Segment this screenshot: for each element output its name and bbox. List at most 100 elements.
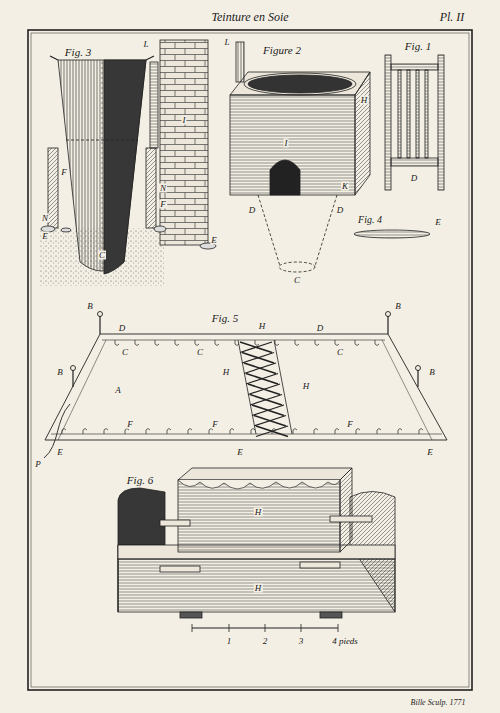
- hook: [125, 429, 129, 435]
- engraver-signature: Bille Sculp. 1771: [410, 699, 467, 707]
- hook: [314, 429, 318, 435]
- callout-letter: B: [428, 368, 436, 377]
- callout-letter: H: [254, 508, 263, 517]
- hook: [104, 429, 108, 435]
- scale-number: 3: [298, 637, 305, 646]
- hook: [295, 340, 299, 346]
- figure-label: Fig. 6: [126, 475, 154, 486]
- hook: [135, 340, 139, 346]
- hook: [209, 429, 213, 435]
- callout-letter: H: [360, 96, 369, 105]
- callout-letter: D: [316, 324, 325, 333]
- silk-skein: [254, 416, 286, 427]
- silk-skein: [242, 353, 274, 364]
- callout-letter: C: [196, 348, 204, 357]
- silk-skein: [240, 342, 272, 353]
- hook: [275, 340, 279, 346]
- hook: [255, 340, 259, 346]
- callout-letter: E: [56, 448, 64, 457]
- plate-title: Teinture en Soie: [211, 10, 288, 25]
- hook: [175, 340, 179, 346]
- callout-letter: L: [223, 38, 230, 47]
- hook: [62, 429, 66, 435]
- callout-letter: N: [41, 214, 49, 223]
- hook: [115, 340, 119, 346]
- callout-letter: N: [159, 184, 167, 193]
- silk-skein: [248, 384, 280, 395]
- callout-letter: F: [346, 420, 354, 429]
- figure-label: Fig. 1: [404, 41, 432, 52]
- callout-letter: E: [41, 232, 49, 241]
- figure-label: Fig. 3: [64, 47, 92, 58]
- silk-skein: [256, 426, 288, 437]
- hook: [335, 340, 339, 346]
- callout-letter: C: [293, 276, 301, 285]
- hook: [398, 429, 402, 435]
- silk-skein: [250, 395, 282, 406]
- hook: [155, 340, 159, 346]
- silk-skein: [254, 416, 286, 427]
- hook: [315, 340, 319, 346]
- callout-letter: E: [236, 448, 244, 457]
- callout-letter: H: [258, 322, 267, 331]
- silk-skein: [252, 405, 284, 416]
- callout-letter: D: [248, 206, 257, 215]
- callout-letter: D: [336, 206, 345, 215]
- callout-letter: B: [394, 302, 402, 311]
- callout-letter: K: [341, 182, 349, 191]
- hook: [146, 429, 150, 435]
- scale-number: 4 pieds: [331, 637, 359, 646]
- callout-letter: L: [142, 40, 149, 49]
- hook: [251, 429, 255, 435]
- silk-skein: [252, 405, 284, 416]
- figure-label: Figure 2: [262, 45, 302, 56]
- silk-skein: [256, 426, 288, 437]
- callout-letter: E: [426, 448, 434, 457]
- silk-skein: [246, 374, 278, 385]
- callout-letter: E: [434, 218, 442, 227]
- hook: [167, 429, 171, 435]
- callout-letter: F: [60, 168, 68, 177]
- callout-letter: I: [182, 116, 187, 125]
- figure-label: Fig. 4: [357, 215, 383, 225]
- hook: [377, 429, 381, 435]
- callout-letter: B: [56, 368, 64, 377]
- silk-skein: [244, 363, 276, 374]
- silk-skein: [250, 395, 282, 406]
- callout-letter: H: [222, 368, 231, 377]
- plate-number: Pl. II: [439, 11, 466, 23]
- callout-letter: H: [254, 584, 263, 593]
- callout-letter: H: [302, 382, 311, 391]
- hook: [419, 429, 423, 435]
- hook: [375, 340, 379, 346]
- silk-skein: [240, 342, 272, 353]
- callout-letter: C: [121, 348, 129, 357]
- silk-skein: [248, 384, 280, 395]
- hook: [356, 429, 360, 435]
- scale-number: 1: [226, 637, 233, 646]
- silk-skein: [242, 353, 274, 364]
- callout-letter: B: [86, 302, 94, 311]
- callout-letter: D: [410, 174, 419, 183]
- hook: [188, 429, 192, 435]
- callout-letter: I: [284, 139, 289, 148]
- callout-letter: F: [211, 420, 219, 429]
- callout-letter: F: [126, 420, 134, 429]
- callout-letter: F: [159, 200, 167, 209]
- hook: [230, 429, 234, 435]
- hook: [355, 340, 359, 346]
- silk-skein: [244, 363, 276, 374]
- hook: [335, 429, 339, 435]
- callout-letter: E: [210, 236, 218, 245]
- hook: [215, 340, 219, 346]
- callout-letter: D: [118, 324, 127, 333]
- figure-label: Fig. 5: [211, 313, 239, 324]
- callout-letter: A: [114, 386, 122, 395]
- hook: [83, 429, 87, 435]
- callout-letter: C: [98, 251, 106, 260]
- callout-letter: P: [34, 460, 42, 469]
- hook: [293, 429, 297, 435]
- scale-number: 2: [262, 637, 269, 646]
- silk-skein: [246, 374, 278, 385]
